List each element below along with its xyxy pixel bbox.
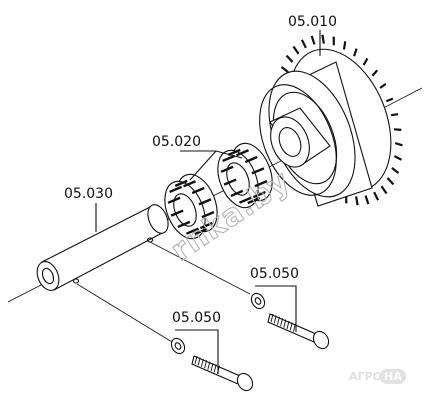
gear-tooth xyxy=(380,84,386,88)
gear-tooth xyxy=(312,36,315,45)
gear-tooth xyxy=(354,49,357,57)
gear-tooth xyxy=(302,40,306,48)
gear-tooth xyxy=(382,186,387,193)
gear-tooth xyxy=(344,41,345,49)
label-bearings: 05.020 xyxy=(152,134,201,150)
gear-tooth xyxy=(387,178,393,184)
gear-tooth xyxy=(391,114,398,115)
gear-tooth xyxy=(395,143,402,145)
corner-logo-box-text: НА xyxy=(384,370,402,383)
gear-tooth xyxy=(322,35,323,44)
gear-tooth xyxy=(386,99,392,102)
label-shaft: 05.030 xyxy=(64,186,113,202)
bolt-lower-drawing xyxy=(169,336,256,393)
gear-tooth xyxy=(356,196,357,205)
gear-tooth xyxy=(392,168,399,173)
corner-logo: АГРО НА xyxy=(349,369,406,384)
gear-tooth xyxy=(374,192,378,200)
gear-tooth xyxy=(282,67,289,72)
label-bolt-upper: 05.050 xyxy=(250,266,299,282)
label-bolt-lower: 05.050 xyxy=(172,310,221,326)
gear-tooth xyxy=(394,129,401,130)
bolt-upper-drawing xyxy=(249,291,332,351)
gear-tooth xyxy=(366,196,369,205)
gear-tooth xyxy=(364,58,368,65)
gear-tooth xyxy=(293,46,298,53)
shaft-drawing xyxy=(33,202,172,294)
label-gear: 05.010 xyxy=(288,14,337,30)
gear-tooth xyxy=(394,156,401,160)
gear-tooth xyxy=(287,56,293,62)
corner-logo-text: АГРО xyxy=(349,370,382,383)
gear-tooth xyxy=(372,70,377,75)
